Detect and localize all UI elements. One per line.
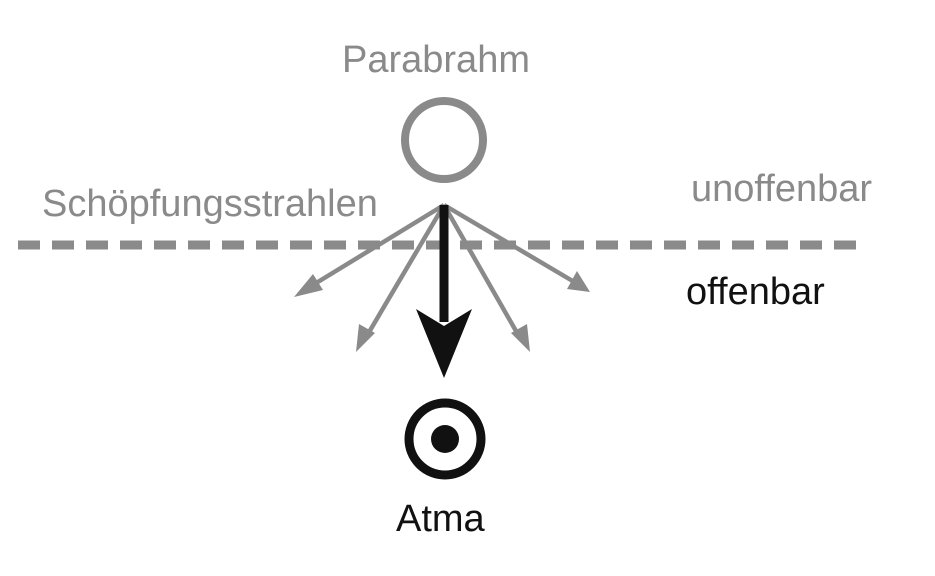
ray-left — [363, 203, 446, 341]
ray-right-arrowhead — [511, 324, 530, 352]
ray-far-right-arrowhead — [567, 271, 590, 292]
parabrahm-label: Parabrahm — [342, 39, 530, 81]
ray-left-arrowhead — [356, 324, 375, 352]
creation-rays — [294, 203, 590, 352]
atma-node-ring — [404, 398, 486, 480]
atma-node-dot — [431, 425, 459, 453]
ray-far-right — [442, 203, 578, 285]
manifest-label: offenbar — [686, 271, 825, 313]
atma-label: Atma — [396, 498, 485, 540]
ray-far-left — [306, 203, 446, 290]
main-arrow-head — [416, 309, 472, 378]
ray-right — [442, 203, 522, 340]
unmanifest-label: unoffenbar — [691, 168, 873, 210]
ray-far-left-arrowhead — [294, 274, 323, 297]
parabrahm-node — [401, 97, 487, 183]
creation-rays-label: Schöpfungsstrahlen — [42, 183, 378, 225]
